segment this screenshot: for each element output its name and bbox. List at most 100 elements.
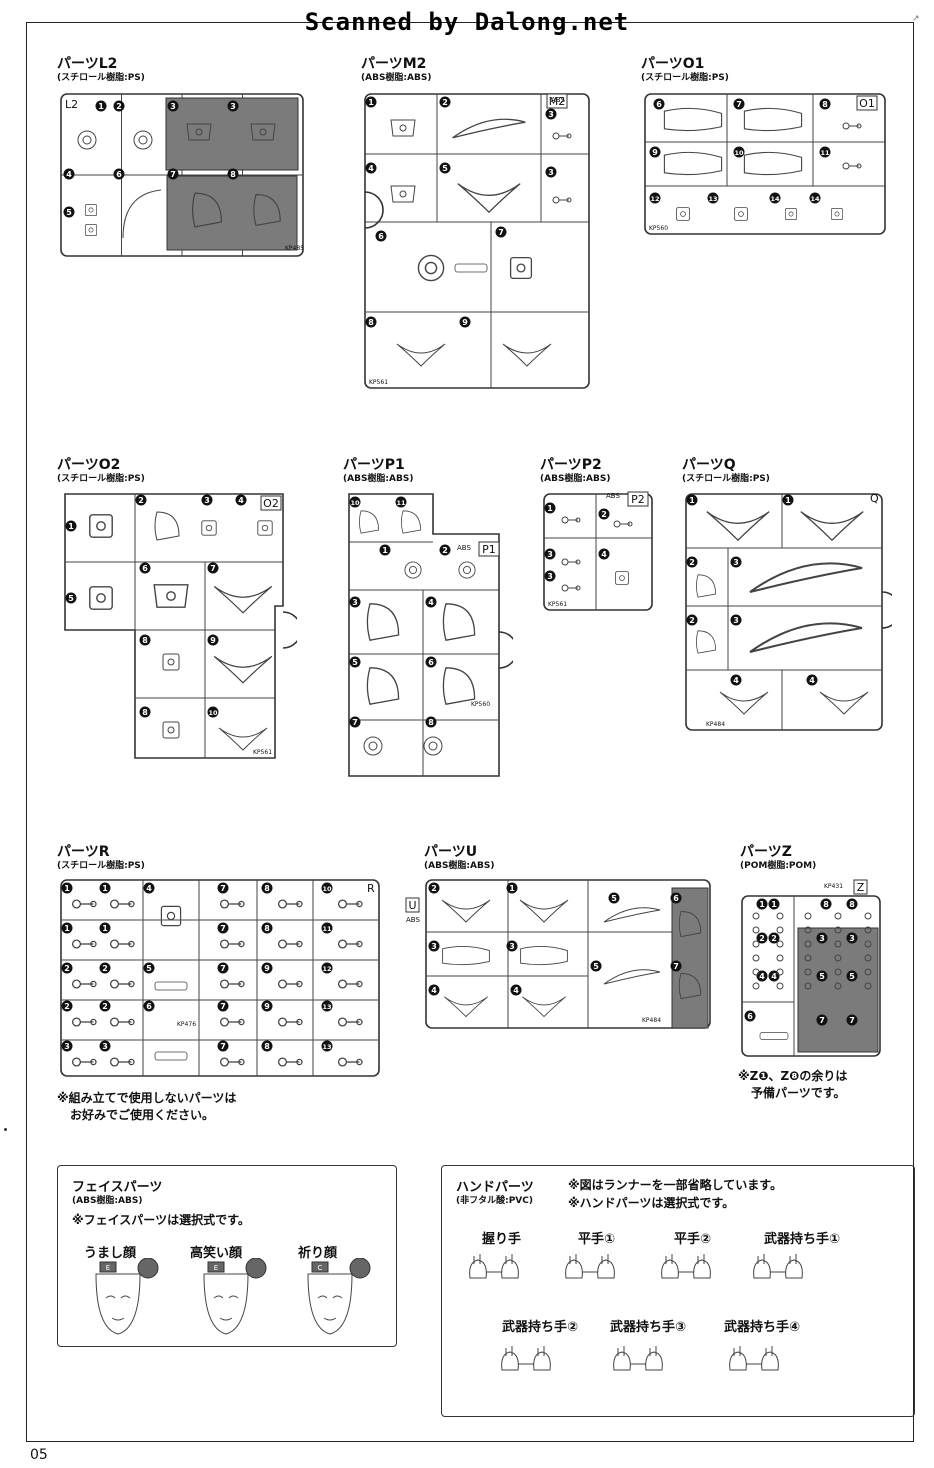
part-shape — [363, 736, 383, 756]
unused-note-line2: お好みでご使用ください。 — [70, 1108, 215, 1122]
face-label-umashi: うまし顔 — [84, 1246, 137, 1261]
scan-watermark: Scanned by Dalong.net — [304, 8, 630, 36]
part-number-badge: 3 — [730, 556, 742, 568]
part-number-badge: 12 — [649, 192, 661, 204]
svg-text:3: 3 — [204, 496, 210, 505]
o1-kp: KP560 — [649, 225, 668, 232]
part-shape — [71, 1057, 97, 1067]
hand-illustration — [501, 1254, 519, 1279]
part-shape — [509, 256, 533, 280]
svg-text:5: 5 — [352, 658, 358, 667]
unused-note-line1: ※組み立てで使用しないパーツは — [57, 1091, 237, 1105]
part-number-badge: 3 — [349, 596, 361, 608]
part-number-badge: 3 — [61, 1040, 73, 1052]
svg-text:1: 1 — [771, 900, 777, 909]
hand-illustration — [597, 1254, 615, 1279]
part-shape — [109, 1057, 135, 1067]
part-number-badge: 8 — [227, 168, 239, 180]
face-part-tag: C — [318, 1264, 323, 1272]
part-number-badge: 4 — [730, 674, 742, 686]
part-number-badge: 7 — [217, 922, 229, 934]
part-number-badge: 5 — [846, 970, 858, 982]
svg-text:5: 5 — [66, 208, 72, 217]
part-shape — [743, 151, 803, 176]
svg-text:7: 7 — [819, 1016, 825, 1025]
svg-text:1: 1 — [759, 900, 765, 909]
part-number-badge: 3 — [201, 494, 213, 506]
part-shape — [359, 510, 380, 534]
svg-text:6: 6 — [116, 170, 122, 179]
part-shape — [71, 939, 97, 949]
part-number-badge: 8 — [261, 882, 273, 894]
face-box-note: ※フェイスパーツは選択式です。 — [72, 1213, 250, 1227]
svg-text:3: 3 — [431, 942, 437, 951]
o2-tag: O2 — [260, 495, 282, 511]
r-title: パーツR — [57, 844, 110, 860]
z-material: (POM樹脂:POM) — [740, 861, 817, 871]
svg-text:9: 9 — [264, 964, 270, 973]
part-number-badge: 2 — [113, 100, 125, 112]
part-shape — [390, 185, 416, 203]
svg-text:8: 8 — [230, 170, 236, 179]
svg-text:5: 5 — [146, 964, 152, 973]
part-number-badge: 5 — [608, 892, 620, 904]
part-shape — [519, 899, 569, 923]
svg-text:4: 4 — [601, 550, 607, 559]
p1-mat-tag: ABS — [457, 544, 471, 552]
hand-illustration — [613, 1346, 631, 1371]
part-number-badge: 7 — [217, 1000, 229, 1012]
part-number-badge: 5 — [143, 962, 155, 974]
svg-text:7: 7 — [220, 884, 226, 893]
svg-text:3: 3 — [64, 1042, 70, 1051]
svg-text:2: 2 — [431, 884, 437, 893]
part-number-badge: 8 — [261, 922, 273, 934]
part-number-badge: 5 — [439, 162, 451, 174]
part-shape — [401, 510, 422, 534]
part-shape — [678, 910, 702, 938]
svg-text:1: 1 — [689, 496, 695, 505]
part-shape — [442, 603, 476, 641]
hand-box-material: (非フタル酸:PVC) — [456, 1196, 533, 1206]
part-number-badge: 2 — [756, 932, 768, 944]
svg-text:2: 2 — [116, 102, 122, 111]
part-number-badge: 5 — [816, 970, 828, 982]
hand-label-flat2: 平手② — [674, 1232, 712, 1247]
svg-text:P2: P2 — [631, 493, 645, 506]
part-shape — [71, 899, 97, 909]
svg-text:4: 4 — [66, 170, 72, 179]
part-shape — [89, 514, 113, 538]
svg-text:3: 3 — [170, 102, 176, 111]
m2-material: (ABS樹脂:ABS) — [361, 73, 432, 83]
part-number-badge: 5 — [349, 656, 361, 668]
u-material: (ABS樹脂:ABS) — [424, 861, 495, 871]
part-shape — [613, 520, 633, 528]
part-number-badge: 3 — [227, 100, 239, 112]
part-shape — [452, 118, 526, 139]
svg-text:3: 3 — [733, 616, 739, 625]
part-shape — [552, 196, 572, 204]
svg-text:5: 5 — [849, 972, 855, 981]
page-frame — [26, 22, 914, 1442]
svg-text:10: 10 — [208, 709, 218, 717]
svg-text:2: 2 — [442, 546, 448, 555]
p2-tag: P2 — [627, 491, 649, 507]
part-shape — [390, 119, 416, 137]
part-number-badge: 6 — [375, 230, 387, 242]
svg-text:1: 1 — [785, 496, 791, 505]
part-shape — [162, 721, 180, 739]
margin-dot — [4, 1128, 7, 1131]
part-shape — [441, 899, 491, 923]
face-illustration: C — [307, 1258, 371, 1335]
part-shape — [218, 727, 268, 751]
hand-label-weapon4: 武器持ち手④ — [724, 1320, 801, 1335]
part-shape — [706, 511, 770, 542]
svg-text:13: 13 — [322, 1043, 331, 1051]
u-tag: U — [405, 897, 420, 913]
